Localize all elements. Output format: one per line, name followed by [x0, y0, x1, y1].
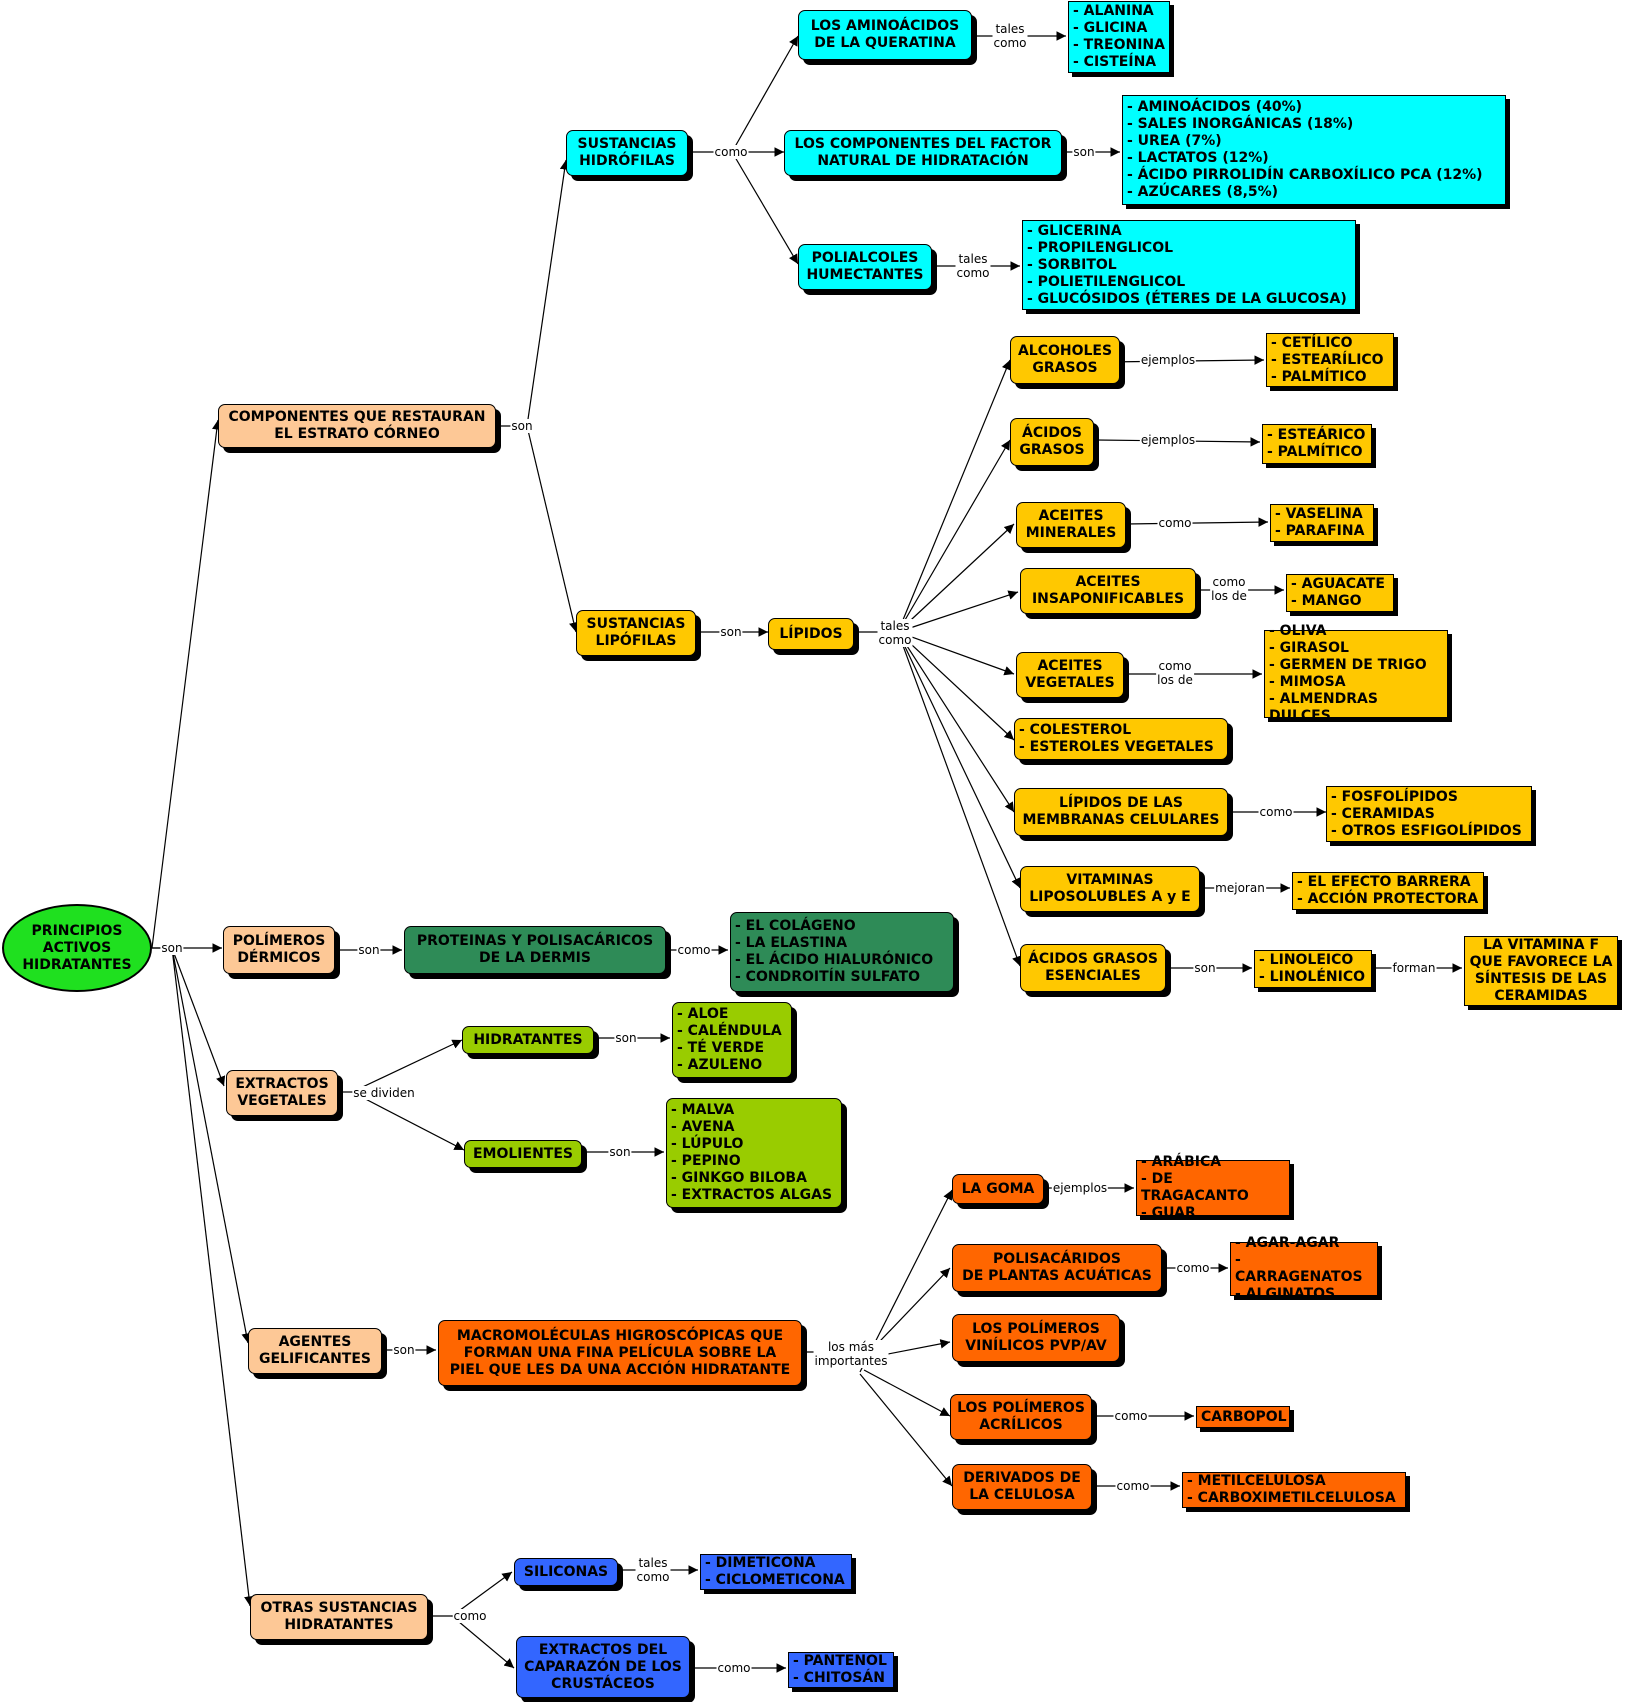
link-label: tales como — [992, 22, 1028, 50]
list-polialcoles: - GLICERINA - PROPILENGLICOL - SORBITOL … — [1022, 220, 1356, 310]
link-label: forman — [1391, 961, 1437, 975]
node-la-goma[interactable]: LA GOMA — [952, 1174, 1044, 1204]
node-colesterol[interactable]: - COLESTEROL - ESTEROLES VEGETALES — [1014, 718, 1228, 760]
root-principios-activos[interactable]: PRINCIPIOS ACTIVOS HIDRATANTES — [2, 904, 152, 992]
link-label: como los de — [1210, 575, 1248, 603]
list-hidratantes: - ALOE - CALÉNDULA - TÉ VERDE - AZULENO — [672, 1002, 792, 1078]
node-polisacaridos-acuaticas[interactable]: POLISACÁRIDOS DE PLANTAS ACUÁTICAS — [952, 1244, 1162, 1292]
list-carbopol: CARBOPOL — [1196, 1406, 1290, 1428]
list-minerales: - VASELINA - PARAFINA — [1270, 504, 1374, 542]
link-label: son — [614, 1031, 638, 1045]
node-agentes-gelificantes[interactable]: AGENTES GELIFICANTES — [248, 1328, 382, 1374]
list-esenciales: - LINOLEICO - LINOLÉNICO — [1254, 950, 1372, 988]
list-siliconas: - DIMETICONA - CICLOMETICONA — [700, 1554, 852, 1590]
link-label: mejoran — [1214, 881, 1266, 895]
node-aminoacidos-queratina[interactable]: LOS AMINOÁCIDOS DE LA QUERATINA — [798, 10, 972, 60]
list-factor-natural: - AMINOÁCIDOS (40%) - SALES INORGÁNICAS … — [1122, 95, 1506, 205]
node-hidratantes[interactable]: HIDRATANTES — [462, 1026, 594, 1054]
link-label: son — [392, 1343, 416, 1357]
link-label: tales como — [877, 619, 913, 647]
node-vitaminas-liposolubles[interactable]: VITAMINAS LIPOSOLUBLES A y E — [1020, 866, 1200, 912]
node-acidos-grasos[interactable]: ÁCIDOS GRASOS — [1010, 418, 1094, 466]
node-lipidos[interactable]: LÍPIDOS — [768, 618, 854, 650]
list-polisacaridos: - AGAR-AGAR - CARRAGENATOS - ALGINATOS — [1230, 1235, 1378, 1302]
link-label: como — [452, 1609, 488, 1623]
node-extractos-vegetales[interactable]: EXTRACTOS VEGETALES — [226, 1070, 338, 1116]
node-sustancias-hidrofilas[interactable]: SUSTANCIAS HIDRÓFILAS — [566, 130, 688, 176]
node-emolientes[interactable]: EMOLIENTES — [464, 1140, 582, 1168]
link-label: son — [1072, 145, 1096, 159]
node-extractos-crustaceos[interactable]: EXTRACTOS DEL CAPARAZÓN DE LOS CRUSTÁCEO… — [516, 1636, 690, 1698]
link-label: los más importantes — [813, 1340, 889, 1368]
link-label: como — [1258, 805, 1294, 819]
link-label: tales como — [635, 1556, 671, 1584]
node-polimeros-acrilicos[interactable]: LOS POLÍMEROS ACRÍLICOS — [950, 1394, 1092, 1440]
link-label: son — [160, 941, 184, 955]
link-label: ejemplos — [1139, 433, 1197, 447]
link-label: como — [713, 145, 749, 159]
node-polimeros-vinilicos[interactable]: LOS POLÍMEROS VINÍLICOS PVP/AV — [952, 1314, 1120, 1362]
list-proteinas: - EL COLÁGENO - LA ELASTINA - EL ÁCIDO H… — [730, 912, 954, 992]
list-aminoacidos: - ALANINA - GLICINA - TREONINA - CISTEÍN… — [1068, 1, 1170, 73]
node-factor-natural-hidratacion[interactable]: LOS COMPONENTES DEL FACTOR NATURAL DE HI… — [784, 130, 1062, 176]
node-alcoholes-grasos[interactable]: ALCOHOLES GRASOS — [1010, 336, 1120, 384]
node-macromoleculas[interactable]: MACROMOLÉCULAS HIGROSCÓPICAS QUE FORMAN … — [438, 1320, 802, 1386]
link-label: son — [1193, 961, 1217, 975]
node-polialcoles-humectantes[interactable]: POLIALCOLES HUMECTANTES — [798, 244, 932, 290]
list-acidos: - ESTEÁRICO - PALMÍTICO — [1262, 424, 1372, 464]
list-aceites-vegetales: - OLIVA - GIRASOL - GERMEN DE TRIGO - MI… — [1264, 623, 1448, 724]
node-lipidos-membranas[interactable]: LÍPIDOS DE LAS MEMBRANAS CELULARES — [1014, 788, 1228, 836]
node-proteinas-polisacaricos[interactable]: PROTEINAS Y POLISACÁRICOS DE LA DERMIS — [404, 926, 666, 974]
list-vitaminas: - EL EFECTO BARRERA - ACCIÓN PROTECTORA — [1292, 872, 1484, 910]
node-otras-sustancias[interactable]: OTRAS SUSTANCIAS HIDRATANTES — [250, 1594, 428, 1640]
list-crustaceos: - PANTENOL - CHITOSÁN — [788, 1652, 894, 1688]
list-celulosa: - METILCELULOSA - CARBOXIMETILCELULOSA — [1182, 1472, 1406, 1508]
link-label: como — [1113, 1409, 1149, 1423]
list-goma: - ARÁBICA - DE TRAGACANTO - GUAR — [1136, 1154, 1290, 1221]
list-membranas: - FOSFOLÍPIDOS - CERAMIDAS - OTROS ESFIG… — [1326, 786, 1532, 842]
link-label: ejemplos — [1139, 353, 1197, 367]
link-label: como — [1115, 1479, 1151, 1493]
link-label: son — [357, 943, 381, 957]
link-label: como — [1175, 1261, 1211, 1275]
link-label: se dividen — [352, 1086, 416, 1100]
link-label: ejemplos — [1051, 1181, 1109, 1195]
node-derivados-celulosa[interactable]: DERIVADOS DE LA CELULOSA — [952, 1464, 1092, 1510]
node-siliconas[interactable]: SILICONAS — [514, 1558, 618, 1586]
node-aceites-minerales[interactable]: ACEITES MINERALES — [1016, 502, 1126, 548]
link-label: como — [676, 943, 712, 957]
link-label: son — [719, 625, 743, 639]
link-label: como — [716, 1661, 752, 1675]
node-aceites-vegetales[interactable]: ACEITES VEGETALES — [1016, 652, 1124, 698]
list-insaponificables: - AGUACATE - MANGO — [1286, 574, 1394, 612]
node-aceites-insaponificables[interactable]: ACEITES INSAPONIFICABLES — [1020, 568, 1196, 614]
link-label: tales como — [955, 252, 991, 280]
node-sustancias-lipofilas[interactable]: SUSTANCIAS LIPÓFILAS — [576, 610, 696, 656]
link-label: son — [510, 419, 534, 433]
list-alcoholes: - CETÍLICO - ESTEARÍLICO - PALMÍTICO — [1266, 333, 1394, 387]
node-vitamina-f[interactable]: LA VITAMINA F QUE FAVORECE LA SÍNTESIS D… — [1464, 936, 1618, 1006]
link-label: como — [1157, 516, 1193, 530]
node-componentes-estrato-corneo[interactable]: COMPONENTES QUE RESTAURAN EL ESTRATO CÓR… — [218, 404, 496, 448]
link-label: como los de — [1156, 659, 1194, 687]
link-label: son — [608, 1145, 632, 1159]
list-emolientes: - MALVA - AVENA - LÚPULO - PEPINO - GINK… — [666, 1098, 842, 1208]
node-acidos-grasos-esenciales[interactable]: ÁCIDOS GRASOS ESENCIALES — [1020, 944, 1166, 992]
node-polimeros-dermicos[interactable]: POLÍMEROS DÉRMICOS — [223, 926, 335, 974]
